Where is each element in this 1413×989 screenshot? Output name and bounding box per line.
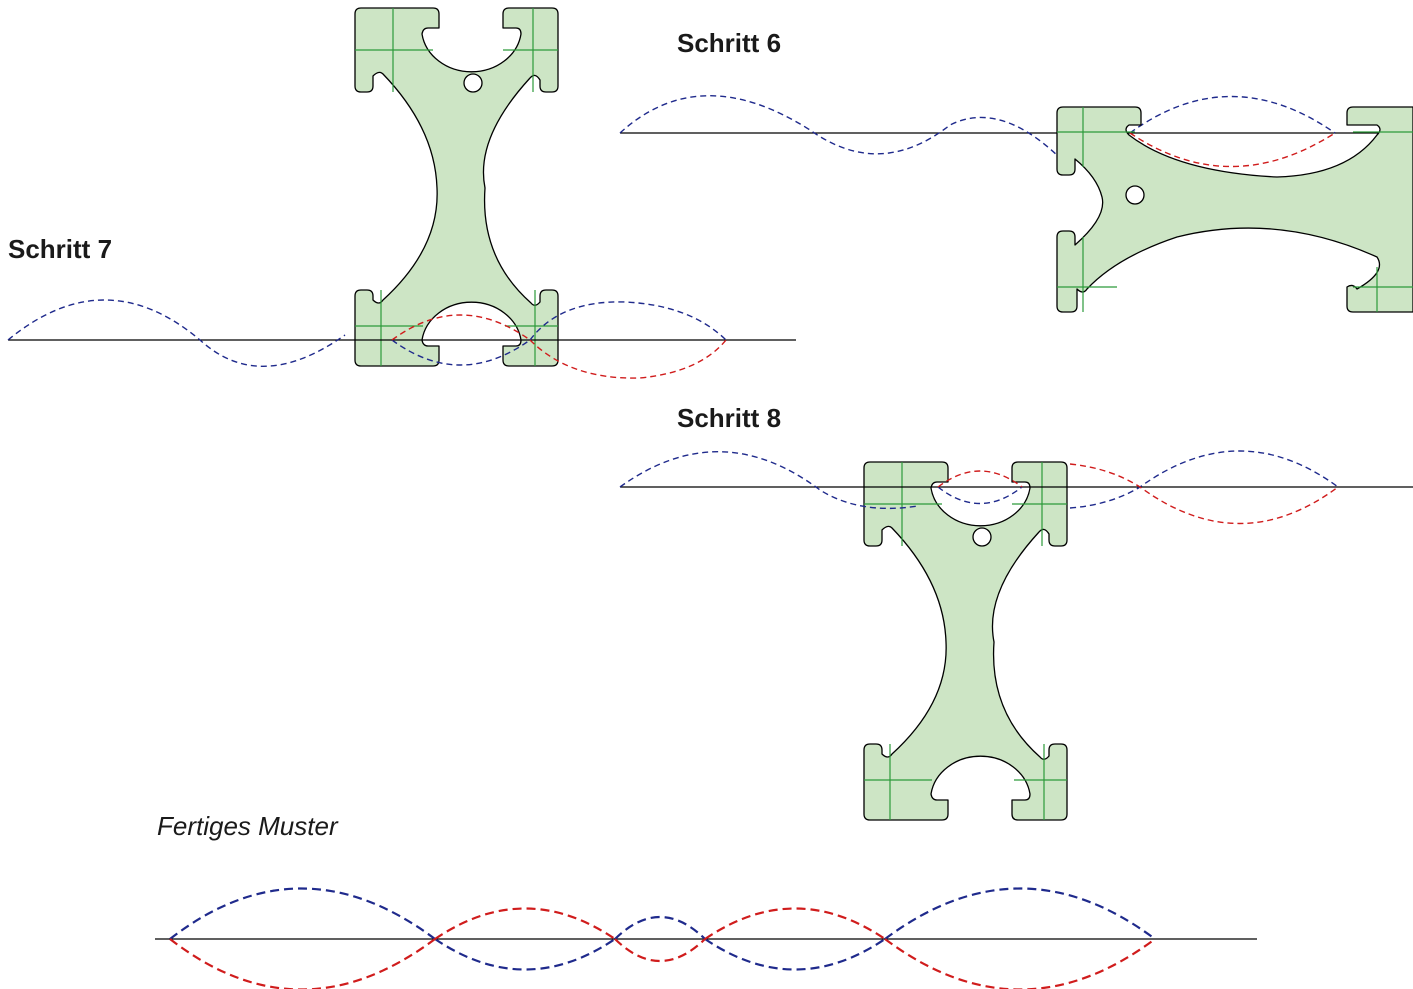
step7-label: Schritt 7 <box>8 234 112 264</box>
thread-blue-step8-mid <box>937 486 1023 505</box>
final-pattern-group: Fertiges Muster <box>155 811 1257 989</box>
thread-red-final-5 <box>884 938 1156 989</box>
step6-label: Schritt 6 <box>677 28 781 58</box>
thread-red-step8-mid <box>937 470 1023 488</box>
thread-blue-step7-right <box>529 301 727 341</box>
thread-red-step7-upper <box>391 314 531 341</box>
thread-blue-final-2 <box>434 938 616 971</box>
thread-blue-final-5 <box>884 887 1156 940</box>
template-piece-step8 <box>863 461 1068 821</box>
thread-blue-step6-left <box>619 95 1061 159</box>
thread-blue-final-1 <box>169 887 436 940</box>
thread-red-step8-right <box>1069 463 1339 525</box>
final-label: Fertiges Muster <box>157 811 339 841</box>
thread-red-final-2 <box>434 907 616 940</box>
thread-blue-step8-left <box>619 451 919 510</box>
step8-label: Schritt 8 <box>677 403 781 433</box>
thread-blue-step8-right <box>1069 450 1339 509</box>
thread-blue-step6-upper <box>1129 95 1336 134</box>
step7-group: Schritt 7 <box>7 7 796 379</box>
thread-red-final-4 <box>704 907 886 940</box>
thread-blue-final-3 <box>614 916 706 940</box>
thread-red-step7-lower <box>529 339 727 379</box>
thread-blue-final-4 <box>704 938 886 971</box>
step6-group: Schritt 6 <box>619 28 1413 313</box>
thread-blue-step7-left <box>7 299 346 367</box>
thread-blue-step7-mid <box>391 339 531 366</box>
thread-red-final-3 <box>614 938 706 962</box>
step8-group: Schritt 8 <box>619 403 1413 821</box>
template-piece-step7 <box>354 7 559 367</box>
thread-red-final-1 <box>169 938 436 989</box>
template-piece-step6 <box>1056 106 1413 313</box>
